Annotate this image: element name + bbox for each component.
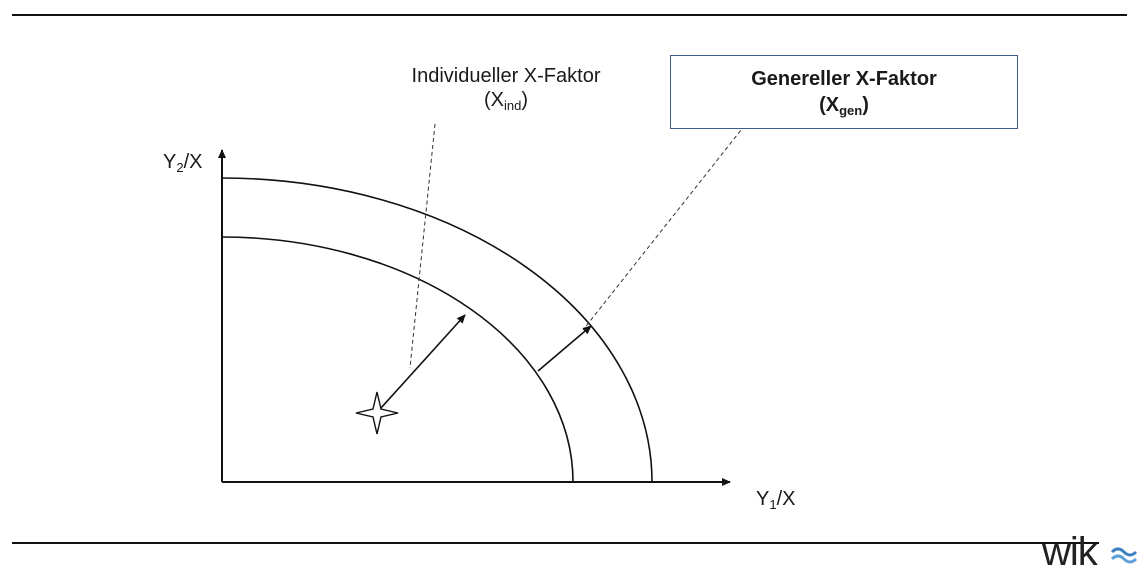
general-leader-line — [582, 124, 746, 331]
individual-arrow — [380, 314, 466, 409]
general-x-factor-title: Genereller X-Faktor — [751, 68, 937, 90]
general-x-factor-box: Genereller X-Faktor (Xgen) — [670, 55, 1018, 129]
individual-x-factor-label: Individueller X-Faktor (Xind) — [376, 64, 636, 112]
logo-wave-icon — [1110, 547, 1138, 564]
general-arrow — [537, 325, 592, 372]
general-x-factor-symbol: (Xgen) — [819, 94, 869, 118]
four-point-star-icon — [355, 391, 399, 435]
inner-frontier — [221, 236, 574, 483]
wik-logo: wik — [1042, 530, 1098, 574]
individual-leader-line — [409, 123, 436, 369]
individual-x-factor-title: Individueller X-Faktor — [411, 65, 601, 87]
top-rule — [12, 14, 1127, 16]
bottom-rule — [12, 542, 1099, 544]
x-axis-label: Y1/X — [756, 488, 796, 512]
y-axis-label: Y2/X — [163, 151, 203, 175]
individual-x-factor-symbol: (Xind) — [483, 89, 529, 113]
outer-frontier — [221, 177, 653, 483]
